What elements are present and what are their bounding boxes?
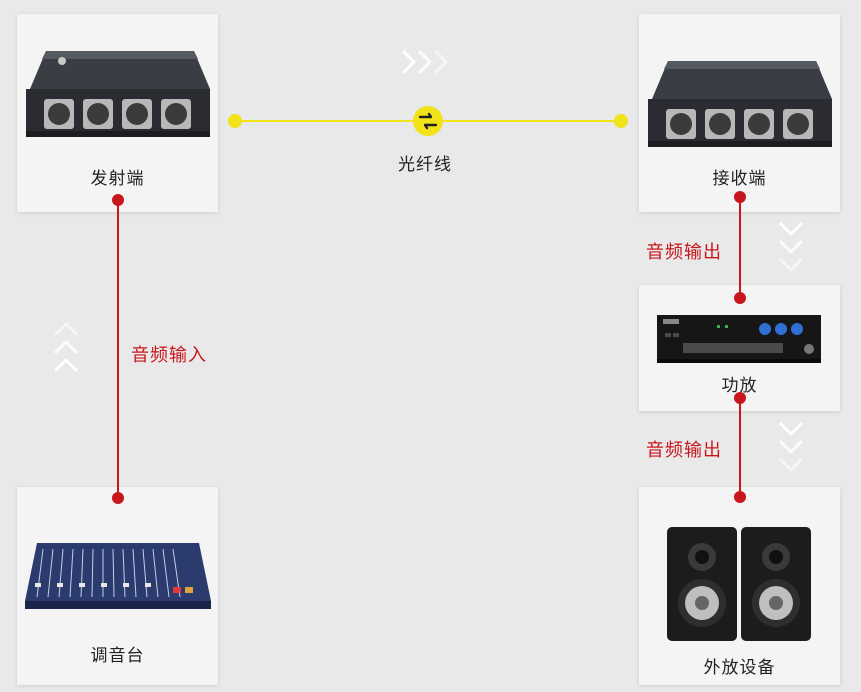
audio-in-endpoint-top xyxy=(112,194,124,206)
audio-out-1-label: 音频输出 xyxy=(646,242,722,263)
audio-in-endpoint-bottom xyxy=(112,492,124,504)
fiber-label: 光纤线 xyxy=(398,155,452,175)
chevron-down-icon xyxy=(779,222,803,272)
transmitter-card: 发射端 xyxy=(17,14,218,212)
amplifier-card: 功放 xyxy=(639,285,840,411)
audio-out-2-label: 音频输出 xyxy=(646,440,722,461)
fiber-connector-icon xyxy=(413,106,443,136)
receiver-card: 接收端 xyxy=(639,14,840,212)
mixer-card: 调音台 xyxy=(17,487,218,685)
amplifier-device-image xyxy=(657,315,821,363)
speakers-label: 外放设备 xyxy=(703,658,776,678)
transmitter-device-image xyxy=(26,51,210,137)
audio-out-2-endpoint-top xyxy=(734,392,746,404)
fiber-endpoint-right xyxy=(614,114,628,128)
audio-in-label: 音频输入 xyxy=(131,345,207,366)
mixer-device-image xyxy=(25,543,211,609)
chevron-up-icon xyxy=(54,322,78,372)
chevron-down-icon xyxy=(779,422,803,472)
speakers-card: 外放设备 xyxy=(639,487,840,685)
receiver-label: 接收端 xyxy=(712,169,767,189)
mixer-label: 调音台 xyxy=(90,646,145,666)
audio-out-1-endpoint-bottom xyxy=(734,292,746,304)
audio-out-1-endpoint-top xyxy=(734,191,746,203)
speakers-device-image xyxy=(667,527,811,641)
audio-out-2-endpoint-bottom xyxy=(734,491,746,503)
amplifier-label: 功放 xyxy=(721,376,758,396)
chevron-right-icon xyxy=(402,50,448,74)
receiver-device-image xyxy=(648,61,832,147)
transmitter-label: 发射端 xyxy=(90,169,145,189)
fiber-endpoint-left xyxy=(228,114,242,128)
